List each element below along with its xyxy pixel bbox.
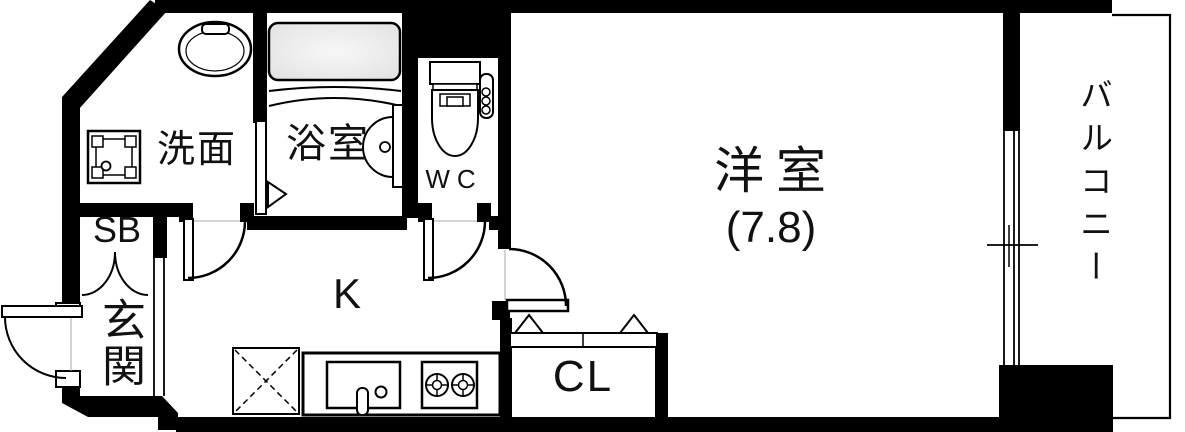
wall-left-upper xyxy=(62,97,80,305)
door-post xyxy=(179,203,193,222)
room-label-balcony: バルコニー xyxy=(1075,77,1113,293)
wall-wc-top-duct xyxy=(402,13,503,58)
wall-bath-left xyxy=(253,13,267,123)
wall-left-lower xyxy=(62,385,80,398)
room-label-wc: WC xyxy=(425,164,483,194)
washroom-door-leaf xyxy=(183,218,194,281)
door-hinge-stub xyxy=(492,301,510,320)
room-label-washroom: 洗面 xyxy=(156,129,238,171)
room-label-western-room: 洋室 xyxy=(714,143,838,199)
balcony-railing-outline xyxy=(1112,13,1172,420)
faucet-icon xyxy=(356,387,369,416)
wall-chamfer-corner xyxy=(62,0,167,109)
closet-folding-doors xyxy=(509,313,658,348)
wall-sb-right xyxy=(153,203,167,258)
stove-burner-icon xyxy=(425,373,449,397)
stove-burner-icon xyxy=(451,373,475,397)
basin-faucet-icon xyxy=(201,23,230,35)
room-label-entrance: 玄関 xyxy=(95,297,144,389)
wall-room-left xyxy=(498,13,511,249)
room-door xyxy=(504,247,570,313)
balcony-window xyxy=(987,13,1172,420)
shoe-box-doors xyxy=(81,251,149,296)
kitchen-fixtures xyxy=(232,347,502,417)
toilet-icon xyxy=(429,61,494,157)
wall-sb-top xyxy=(62,203,180,217)
entrance-step-lines xyxy=(153,258,165,396)
washing-machine-pan-icon xyxy=(86,129,142,185)
door-post xyxy=(240,203,254,222)
room-label-bathroom: 浴室 xyxy=(286,122,370,166)
entrance-door-leaf xyxy=(1,305,83,318)
wall-bath-bottom xyxy=(247,216,407,230)
wall-window-top xyxy=(1003,13,1020,131)
room-label-kitchen: K xyxy=(332,270,362,317)
washroom-door-swing-arc xyxy=(187,220,247,280)
sink-drain-icon xyxy=(374,385,388,399)
bathtub-apron-line xyxy=(268,86,402,92)
closet-door-triangle xyxy=(617,313,651,334)
room-label-closet: CL xyxy=(552,352,614,401)
bathtub-apron-line xyxy=(268,97,402,107)
wall-bath-right xyxy=(402,13,418,218)
shoe-box-door-arc xyxy=(81,251,116,296)
bathroom-door-panel xyxy=(255,120,267,215)
wall-bottom-right-block xyxy=(999,365,1113,432)
bathroom-door-direction-triangle xyxy=(267,180,288,209)
wall-closet-right xyxy=(655,333,668,417)
bathroom-drain-icon xyxy=(379,141,391,153)
door-post xyxy=(477,203,491,222)
bathroom-counter-bowl xyxy=(362,116,394,178)
door-jamb xyxy=(55,370,81,388)
bathroom-counter xyxy=(392,104,404,188)
bathroom-fixtures xyxy=(255,21,404,215)
wall-entrance-bottom xyxy=(62,396,160,417)
washroom-fixtures xyxy=(86,20,253,185)
bathtub-icon xyxy=(267,21,402,82)
room-door-swing-arc xyxy=(508,247,568,307)
room-label-shoe-box: SB xyxy=(92,209,142,250)
wall-bottom xyxy=(176,417,1002,432)
door-post xyxy=(418,203,432,222)
shoe-box-door-arc xyxy=(114,251,149,296)
entrance-door xyxy=(1,302,83,388)
closet-door-triangle xyxy=(512,313,546,334)
room-label-western-room-size: (7.8) xyxy=(725,203,817,252)
walls xyxy=(62,0,1113,432)
wall-step xyxy=(158,396,178,430)
refrigerator-space-diagonal xyxy=(234,349,298,413)
room-door-leaf xyxy=(505,298,570,313)
wc-door-leaf xyxy=(423,218,434,281)
wc-fixtures xyxy=(423,61,494,281)
wall-top xyxy=(155,0,1112,13)
entrance-door-swing-arc xyxy=(4,316,67,379)
washroom-door xyxy=(183,218,247,281)
wc-door-swing-arc xyxy=(427,220,487,280)
